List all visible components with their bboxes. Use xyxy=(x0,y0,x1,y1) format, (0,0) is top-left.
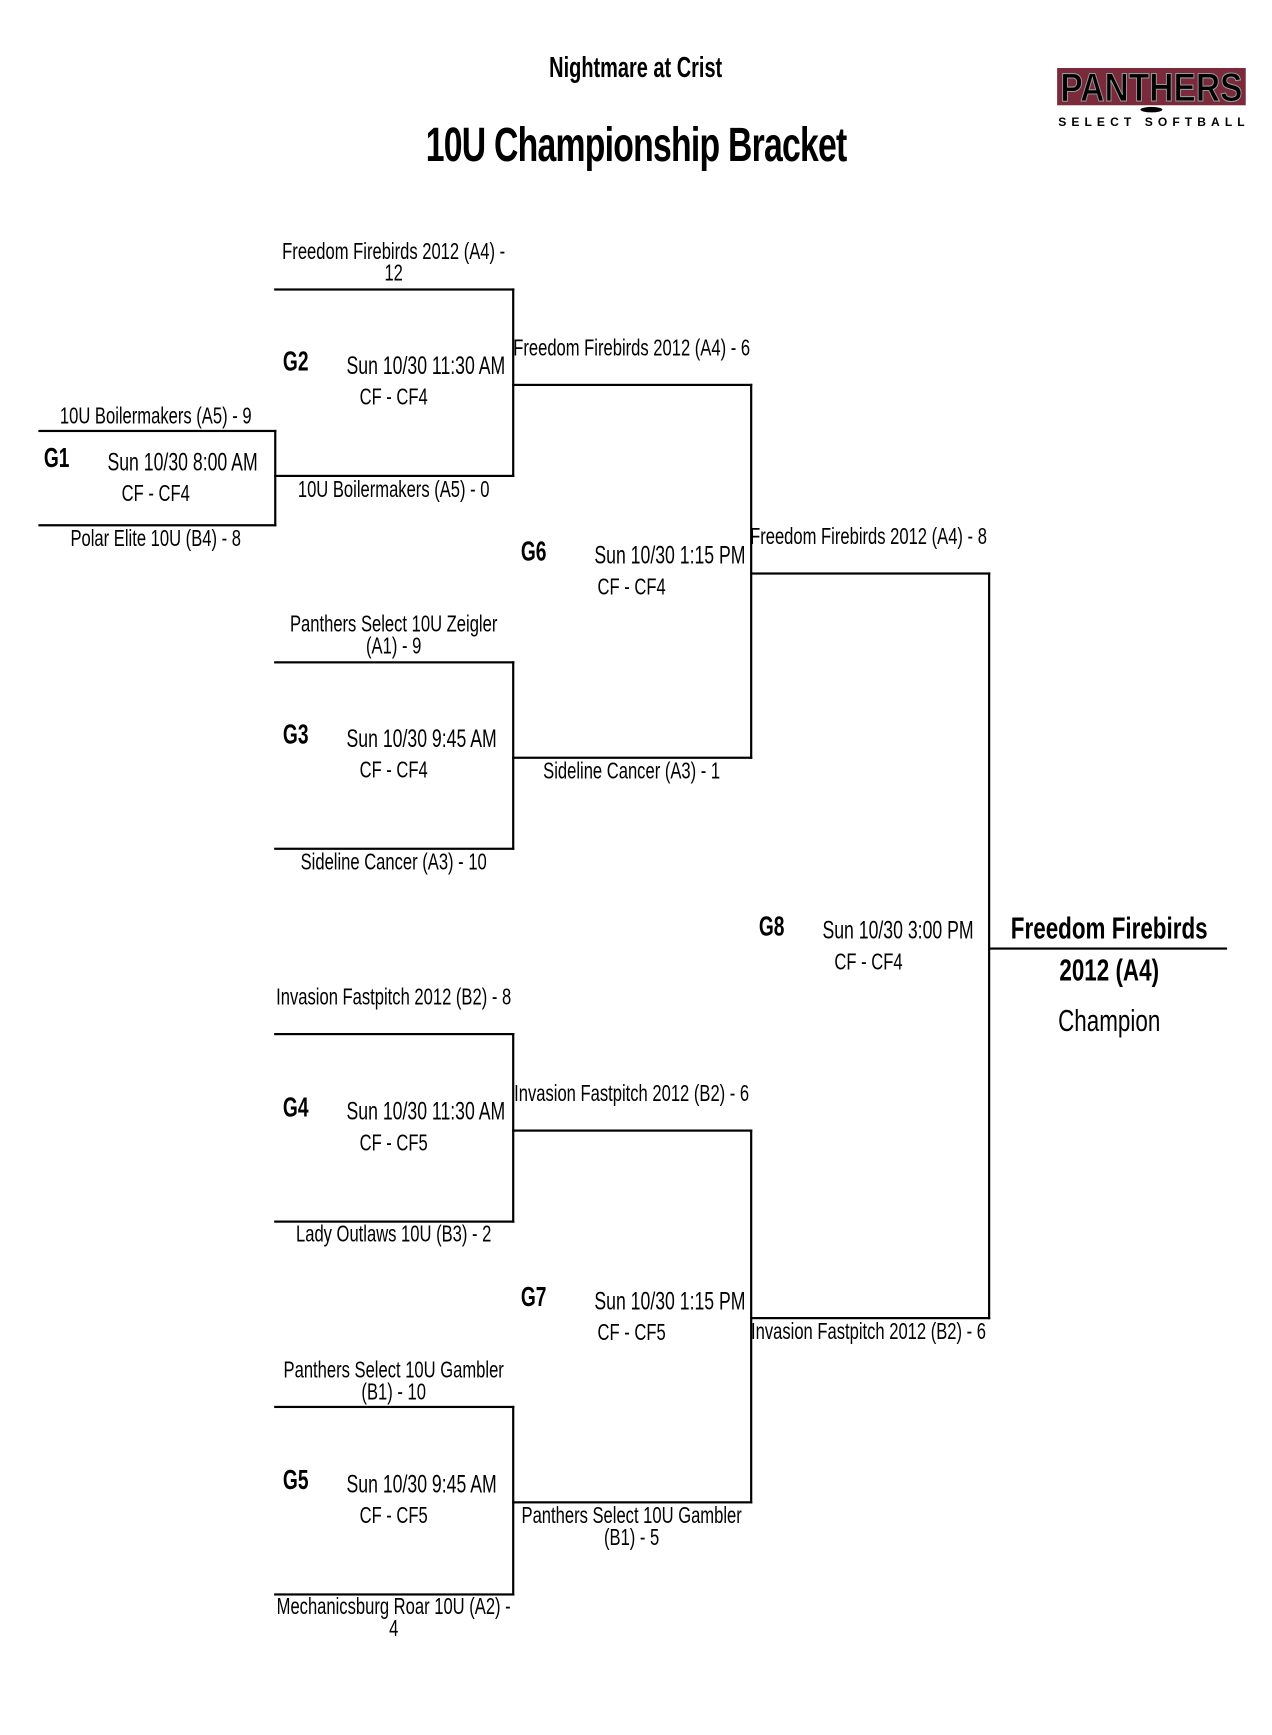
g6-top-team: Freedom Firebirds 2012 (A4) - 6 xyxy=(513,335,751,361)
g4-label: G4 xyxy=(282,1092,309,1123)
g8-bottom-line xyxy=(750,1317,991,1320)
g5-field: CF - CF5 xyxy=(359,1503,428,1529)
g1-top-team: 10U Boilermakers (A5) - 9 xyxy=(59,403,252,429)
g2-top-line xyxy=(274,288,515,291)
g1-time: Sun 10/30 8:00 AM xyxy=(107,447,258,476)
svg-text:SELECT SOFTBALL: SELECT SOFTBALL xyxy=(1058,115,1244,129)
g3-label: G3 xyxy=(282,719,309,751)
g7-label: G7 xyxy=(520,1281,547,1313)
g7-time: Sun 10/30 1:15 PM xyxy=(594,1286,746,1315)
g2-top-team: Freedom Firebirds 2012 (A4) - 12 xyxy=(282,239,506,287)
g1-connector xyxy=(274,429,277,527)
g1-top-line xyxy=(38,429,277,433)
g6-label: G6 xyxy=(520,536,547,567)
g1-bottom-line xyxy=(38,524,277,527)
g7-connector xyxy=(750,1129,753,1504)
g4-top-line xyxy=(274,1032,515,1036)
svg-text:PANTHERS: PANTHERS xyxy=(1060,66,1242,110)
g7-top-line xyxy=(512,1129,753,1132)
champion-line xyxy=(988,947,1228,950)
g2-label: G2 xyxy=(282,346,309,378)
g5-label: G5 xyxy=(282,1465,309,1496)
g6-bottom-team: Sideline Cancer (A3) - 1 xyxy=(543,758,721,785)
event-name: Nightmare at Crist xyxy=(549,50,723,84)
g4-bottom-team: Lady Outlaws 10U (B3) - 2 xyxy=(295,1221,492,1247)
g6-connector xyxy=(750,383,753,759)
g4-bottom-line xyxy=(274,1220,515,1223)
g2-field: CF - CF4 xyxy=(359,384,428,411)
g3-bottom-team: Sideline Cancer (A3) - 10 xyxy=(300,849,487,876)
g8-time: Sun 10/30 3:00 PM xyxy=(822,915,974,945)
g3-field: CF - CF4 xyxy=(359,757,428,783)
g3-connector xyxy=(512,661,515,850)
g5-connector xyxy=(512,1405,515,1596)
g8-top-line xyxy=(750,572,991,575)
g4-time: Sun 10/30 11:30 AM xyxy=(346,1096,506,1126)
g8-field: CF - CF4 xyxy=(834,949,903,975)
g3-top-team: Panthers Select 10U Zeigler (A1) - 9 xyxy=(289,611,498,660)
g5-bottom-line xyxy=(274,1593,515,1596)
g8-label: G8 xyxy=(758,911,785,942)
g5-time: Sun 10/30 9:45 AM xyxy=(346,1469,497,1498)
g5-top-team: Panthers Select 10U Gambler (B1) - 10 xyxy=(283,1357,504,1405)
g7-bottom-line xyxy=(512,1501,753,1504)
g4-top-team: Invasion Fastpitch 2012 (B2) - 8 xyxy=(276,984,512,1010)
g2-bottom-line xyxy=(274,474,515,478)
g2-bottom-team: 10U Boilermakers (A5) - 0 xyxy=(297,477,490,503)
g3-top-line xyxy=(274,661,515,664)
champion-label: Champion xyxy=(1058,1003,1161,1038)
g7-top-team: Invasion Fastpitch 2012 (B2) - 6 xyxy=(514,1081,750,1107)
g5-bottom-team: Mechanicsburg Roar 10U (A2) - 4 xyxy=(276,1594,511,1642)
panther-head-icon xyxy=(1140,106,1163,113)
g6-top-line xyxy=(512,383,753,387)
g7-bottom-team: Panthers Select 10U Gambler (B1) - 5 xyxy=(521,1503,742,1551)
g1-field: CF - CF4 xyxy=(121,481,190,507)
g3-bottom-line xyxy=(274,847,515,850)
champion-team: Freedom Firebirds 2012 (A4) xyxy=(1010,911,1208,987)
g6-time: Sun 10/30 1:15 PM xyxy=(594,540,746,570)
g1-label: G1 xyxy=(43,443,70,474)
g1-bottom-team: Polar Elite 10U (B4) - 8 xyxy=(70,526,241,552)
panthers-logo: PANTHERS SELECT SOFTBALL xyxy=(1057,66,1246,129)
g8-connector xyxy=(988,572,991,1320)
g2-connector xyxy=(512,288,515,478)
g8-top-team: Freedom Firebirds 2012 (A4) - 8 xyxy=(750,524,987,550)
g4-connector xyxy=(512,1032,515,1223)
page-title: 10U Championship Bracket xyxy=(425,118,848,173)
g8-bottom-team: Invasion Fastpitch 2012 (B2) - 6 xyxy=(750,1319,987,1345)
g5-top-line xyxy=(274,1405,515,1409)
g2-time: Sun 10/30 11:30 AM xyxy=(346,350,506,380)
g6-bottom-line xyxy=(512,756,753,759)
g7-field: CF - CF5 xyxy=(597,1320,666,1346)
g6-field: CF - CF4 xyxy=(597,574,666,600)
g4-field: CF - CF5 xyxy=(359,1130,428,1156)
g3-time: Sun 10/30 9:45 AM xyxy=(346,723,497,753)
